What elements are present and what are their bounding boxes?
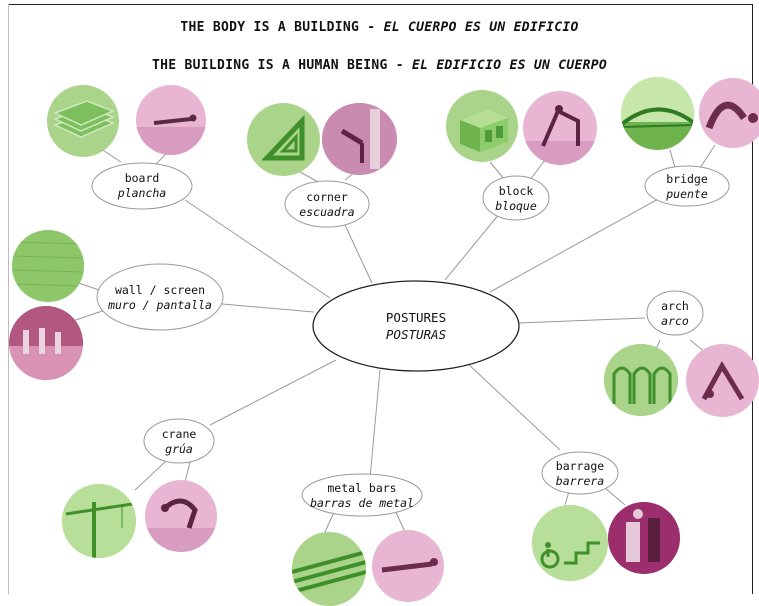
crane-photo [62, 484, 136, 558]
rebar-photo [292, 532, 366, 606]
node-arch-es: arco [647, 314, 703, 329]
node-crane-en: crane [144, 427, 214, 442]
crow-pose-photo [145, 480, 217, 552]
node-board-es: plancha [92, 186, 192, 201]
concrete-block-icon [446, 90, 518, 162]
node-arch: arch arco [647, 299, 703, 329]
basketball-block-photo [608, 502, 680, 574]
node-board: board plancha [92, 171, 192, 201]
arches-photo [604, 344, 678, 416]
node-block-es: bloque [483, 199, 549, 214]
wall-texture-photo [12, 230, 84, 302]
node-corner-en: corner [285, 190, 369, 205]
node-metal-bars: metal bars barras de metal [302, 481, 422, 511]
center-node-postures: POSTURES POSTURAS [346, 309, 486, 343]
node-barrage-en: barrage [542, 459, 618, 474]
plank-pose-photo [136, 85, 206, 155]
node-barrage-es: barrera [542, 474, 618, 489]
accessibility-stairs-icon [532, 505, 608, 581]
node-bridge: bridge puente [645, 172, 729, 202]
block-pose-photo [523, 91, 597, 165]
node-block-en: block [483, 184, 549, 199]
set-square-icon [247, 103, 320, 176]
defensive-wall-photo [9, 306, 83, 380]
node-metal-en: metal bars [302, 481, 422, 496]
bridge-photo [621, 77, 694, 150]
node-bridge-es: puente [645, 187, 729, 202]
node-corner-es: escuadra [285, 205, 369, 220]
center-label-es: POSTURAS [346, 326, 486, 343]
node-crane-es: grúa [144, 442, 214, 457]
lying-bar-pose-photo [372, 530, 444, 602]
node-barrage: barrage barrera [542, 459, 618, 489]
stacked-boards-icon [47, 85, 119, 157]
node-arch-en: arch [647, 299, 703, 314]
node-crane: crane grúa [144, 427, 214, 457]
center-label-en: POSTURES [386, 310, 446, 325]
bridge-pose-photo [699, 78, 759, 148]
node-corner: corner escuadra [285, 190, 369, 220]
downward-dog-photo [686, 344, 759, 417]
node-metal-es: barras de metal [302, 496, 422, 511]
node-wall: wall / screen muro / pantalla [97, 283, 223, 313]
node-bridge-en: bridge [645, 172, 729, 187]
node-block: block bloque [483, 184, 549, 214]
node-wall-en: wall / screen [97, 283, 223, 298]
node-board-en: board [92, 171, 192, 186]
l-sit-pose-photo [322, 103, 397, 175]
node-wall-es: muro / pantalla [97, 298, 223, 313]
